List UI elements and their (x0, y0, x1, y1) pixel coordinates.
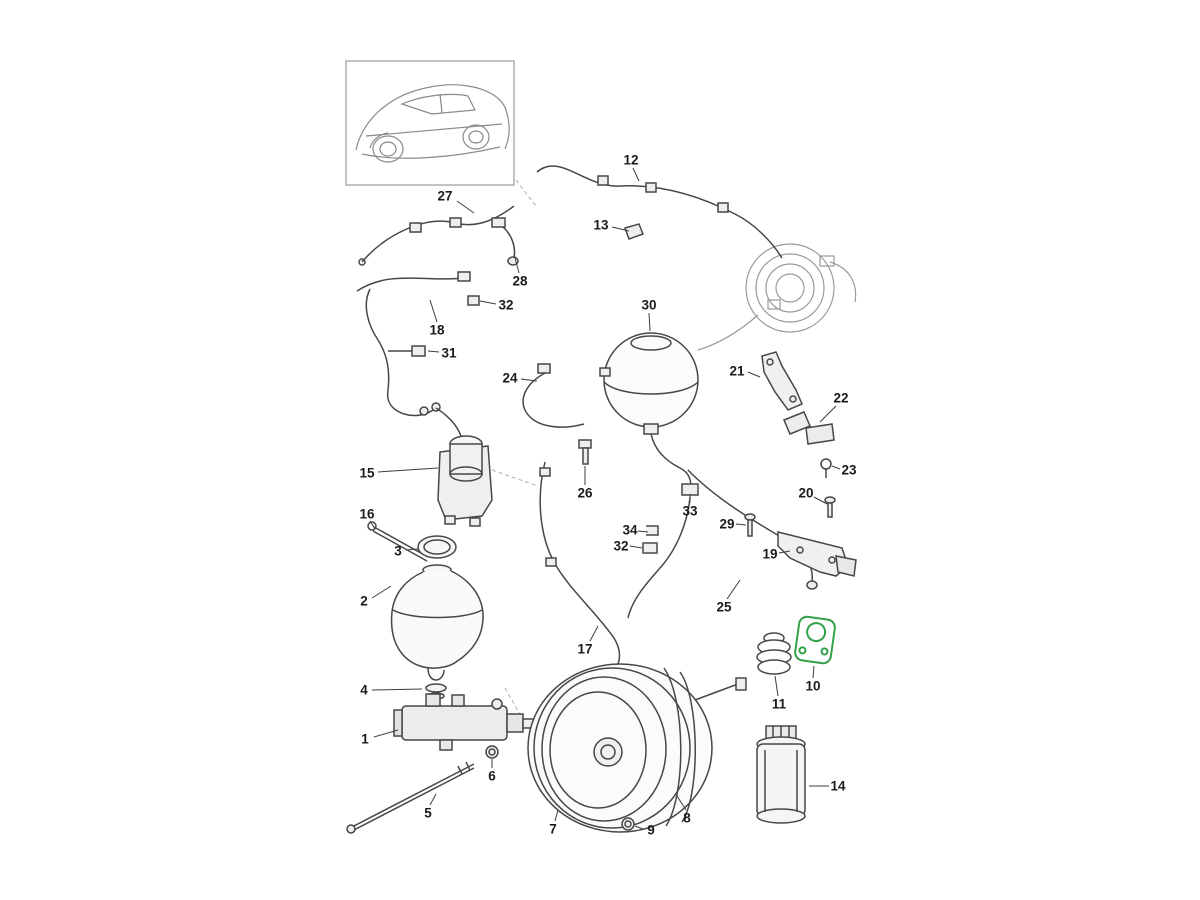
leader-line-19 (778, 550, 791, 554)
master-cylinder-illustration (346, 693, 536, 834)
leader-line-32 (629, 545, 643, 549)
coiled-line-illustration (697, 243, 857, 351)
leader-line-32 (479, 300, 497, 305)
leader-line-20 (813, 496, 828, 505)
brackets-illustration (744, 351, 857, 577)
leader-line-9 (634, 825, 644, 830)
leader-line-2 (371, 585, 392, 599)
hoses-mid-illustration (539, 433, 818, 665)
leader-line-24 (520, 378, 538, 382)
leader-line-3 (405, 548, 419, 551)
leader-line-18 (429, 299, 438, 323)
leader-line-8 (676, 795, 687, 811)
leader-line-29 (735, 523, 747, 526)
leader-line-13 (611, 226, 630, 232)
brake-booster-illustration (527, 663, 747, 833)
leader-line-21 (747, 371, 761, 378)
leader-line-11 (774, 675, 779, 697)
leader-line-34 (637, 530, 649, 533)
leader-line-23 (831, 465, 841, 470)
leader-line-12 (632, 167, 640, 182)
leader-line-28 (513, 253, 520, 274)
leader-line-5 (429, 793, 437, 806)
car-thumbnail (345, 60, 515, 186)
gasket-highlight-illustration (794, 615, 836, 665)
leader-line-30 (648, 312, 651, 332)
leader-line-4 (371, 688, 423, 691)
leader-line-27 (456, 200, 475, 214)
leader-line-16 (369, 520, 376, 530)
leader-line-17 (589, 625, 599, 642)
leader-line-31 (427, 350, 440, 353)
bellows-illustration (756, 632, 792, 675)
vacuum-hoses-top (356, 165, 783, 441)
leader-line-15 (377, 467, 439, 473)
leader-line-25 (726, 579, 741, 600)
leader-lines (369, 167, 841, 830)
fluid-bottle-illustration (756, 725, 806, 824)
leader-line-22 (819, 405, 837, 423)
reservoir-illustration (390, 535, 484, 700)
pump-bracket-illustration (367, 435, 493, 562)
leader-line-7 (554, 809, 559, 822)
leader-line-1 (373, 729, 399, 738)
accumulator-illustration (522, 332, 699, 465)
leader-line-10 (812, 665, 815, 679)
